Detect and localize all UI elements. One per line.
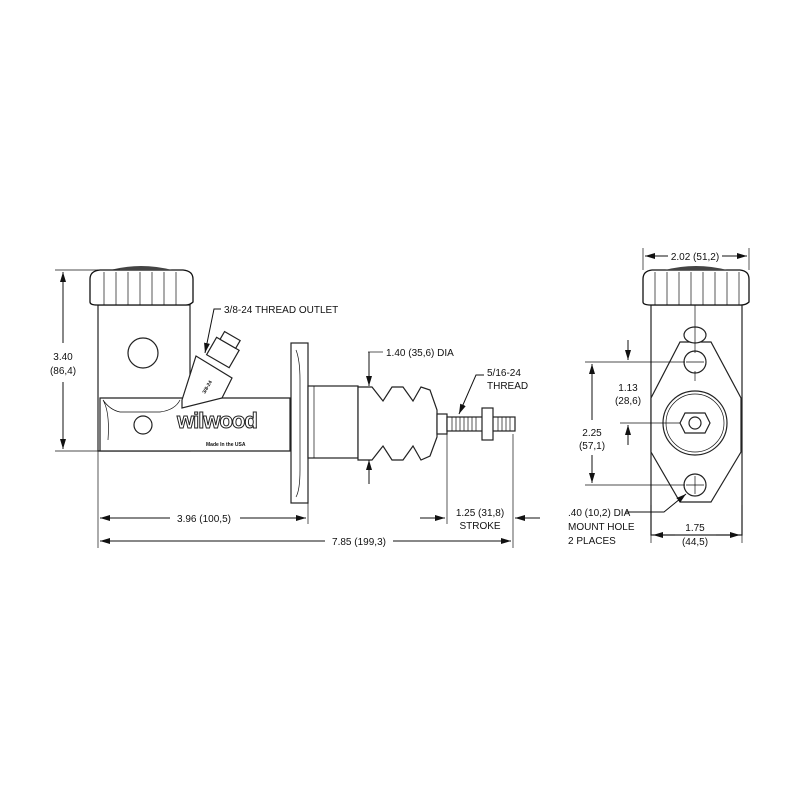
flange-width-mm: (44,5)	[682, 537, 708, 548]
dimension-hole-spacing: 2.25 (57,1)	[579, 364, 685, 486]
wilwood-logo: wilwood	[176, 408, 257, 433]
pushrod	[446, 416, 516, 432]
outlet-fitting	[205, 330, 241, 369]
dimension-overall-length: 7.85 (199,3)	[100, 434, 514, 548]
overall-length-label: 7.85 (199,3)	[332, 537, 386, 548]
dimension-flange-width: 1.75 (44,5)	[650, 505, 743, 548]
center-offset-inches: 1.13	[618, 383, 638, 394]
thread-outlet-label: 3/8-24 THREAD OUTLET	[224, 305, 338, 316]
mount-hole-count: 2 PLACES	[568, 536, 616, 547]
body-diameter-label: 1.40 (35,6) DIA	[386, 348, 454, 359]
dimension-flange-length: 3.96 (100,5)	[97, 451, 309, 548]
center-offset-mm: (28,6)	[615, 396, 641, 407]
pushrod-thread-size: 5/16-24	[487, 368, 521, 379]
mount-hole-label: MOUNT HOLE	[568, 522, 635, 533]
cap-width-label: 2.02 (51,2)	[671, 252, 719, 263]
stroke-value: 1.25 (31,8)	[456, 508, 504, 519]
callout-pushrod-thread: 5/16-24 THREAD	[458, 368, 528, 415]
cylinder-nose	[307, 385, 359, 459]
callout-thread-outlet: 3/8-24 THREAD OUTLET	[204, 305, 338, 354]
reservoir-cap-end	[642, 266, 750, 306]
logo-subtitle: Made In the USA	[206, 442, 246, 448]
callout-mount-hole: .40 (10,2) DIA MOUNT HOLE 2 PLACES	[568, 493, 687, 547]
flange-length-label: 3.96 (100,5)	[177, 514, 231, 525]
end-view: 2.02 (51,2) 1.13 (28,6) 2.25 (57,1) 1.75…	[568, 248, 750, 548]
pushrod-shoulder	[436, 413, 448, 435]
bore-body	[99, 397, 291, 452]
hole-spacing-inches: 2.25	[582, 428, 602, 439]
flange-width-inches: 1.75	[685, 523, 705, 534]
reservoir-cap	[89, 266, 194, 306]
reservoir-port	[127, 337, 159, 369]
dimension-body-diameter: 1.40 (35,6) DIA	[366, 348, 454, 484]
dimension-height: 3.40 (86,4)	[50, 269, 120, 452]
mount-hole-diameter: .40 (10,2) DIA	[568, 508, 631, 519]
side-view: 3/8-24 wilwood Made In the USA 3.40 (86,…	[50, 266, 540, 548]
rubber-boot	[357, 386, 438, 461]
outlet-boss	[181, 355, 233, 409]
height-mm: (86,4)	[50, 366, 76, 377]
dimension-cap-width: 2.02 (51,2)	[642, 248, 750, 270]
jam-nut	[481, 407, 494, 441]
bleed-port	[133, 415, 153, 435]
dimension-stroke: 1.25 (31,8) STROKE	[420, 508, 540, 532]
dimension-center-offset: 1.13 (28,6)	[585, 340, 685, 445]
height-inches: 3.40	[53, 352, 73, 363]
pushrod-thread-label: THREAD	[487, 381, 528, 392]
stroke-label: STROKE	[459, 521, 500, 532]
hole-spacing-mm: (57,1)	[579, 441, 605, 452]
